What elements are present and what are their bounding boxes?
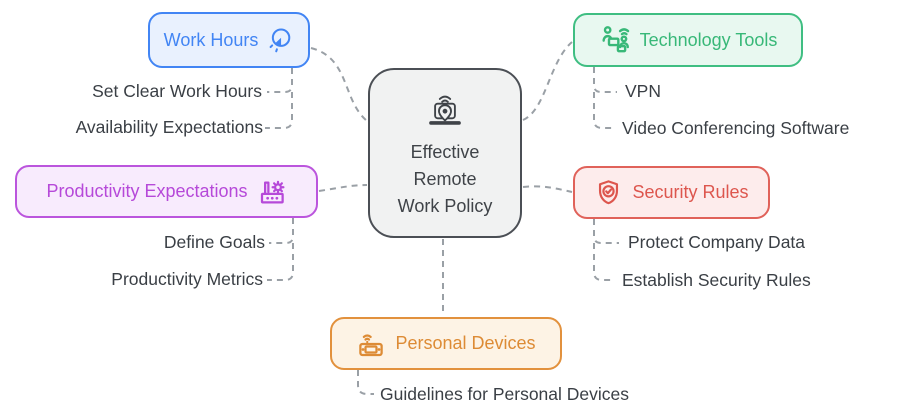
productivity-expectations-label: Productivity Expectations [46,181,248,201]
security-rules-label: Security Rules [632,182,749,202]
work-hours-label: Work Hours [163,29,259,50]
connector-security-child-2 [593,243,615,281]
connector-personal-devices-child-1 [357,370,374,395]
remote-team-icon [599,24,631,56]
connector-technology-child-1 [593,67,617,93]
node-security-rules[interactable]: Security Rules [573,166,770,219]
node-technology-tools[interactable]: Technology Tools [573,13,803,67]
leaf-availability-expectations[interactable]: Availability Expectations [75,117,263,137]
connector-security-center [522,185,573,193]
personal-devices-label: Personal Devices [395,333,536,353]
factory-gear-icon [257,177,287,207]
connector-technology-child-2 [593,92,615,129]
leaf-define-goals[interactable]: Define Goals [163,232,265,252]
clock-timer-icon [267,27,294,54]
connector-technology-tools-center [522,41,573,121]
technology-tools-label: Technology Tools [639,29,778,50]
connector-productivity-center [318,184,368,192]
connector-work-hours-child-1 [267,68,293,93]
connector-security-child-1 [593,219,619,244]
shield-check-icon [594,178,623,207]
leaf-protect-company-data[interactable]: Protect Company Data [628,232,806,252]
node-center[interactable]: Effective Remote Work Policy [368,68,522,238]
laptop-location-pin-icon [420,91,470,133]
leaf-vpn[interactable]: VPN [625,81,661,101]
center-title: Effective Remote Work Policy [397,141,493,216]
leaf-productivity-metrics[interactable]: Productivity Metrics [111,269,263,289]
node-productivity-expectations[interactable]: Productivity Expectations [15,165,318,218]
leaf-establish-security-rules[interactable]: Establish Security Rules [622,270,811,290]
connector-productivity-child-2 [267,243,294,281]
device-wifi-icon [356,329,386,359]
connector-productivity-child-1 [269,218,294,244]
node-work-hours[interactable]: Work Hours [148,12,310,68]
node-personal-devices[interactable]: Personal Devices [330,317,562,370]
connector-work-hours-child-2 [265,92,293,129]
connector-work-hours-center [310,47,368,122]
leaf-video-conferencing-software[interactable]: Video Conferencing Software [622,118,850,138]
leaf-set-clear-work-hours[interactable]: Set Clear Work Hours [92,81,262,101]
leaf-guidelines-for-personal-devices[interactable]: Guidelines for Personal Devices [380,384,630,404]
